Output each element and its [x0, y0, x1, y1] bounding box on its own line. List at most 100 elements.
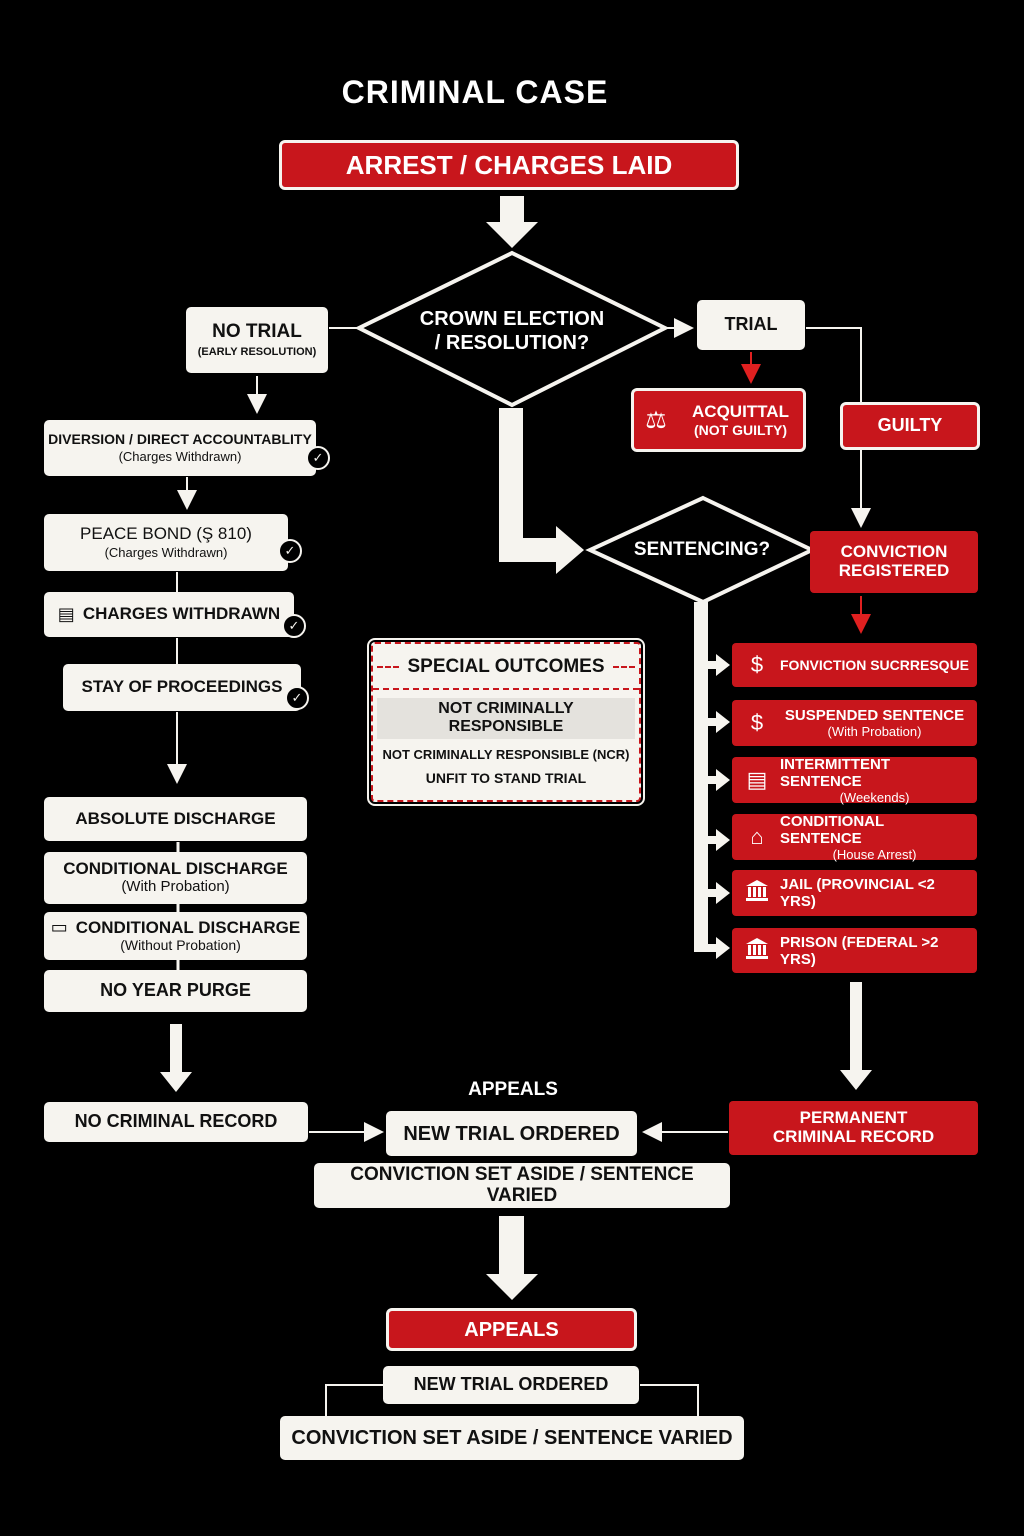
conviction-line-1: CONVICTION — [840, 542, 948, 562]
no-trial-label: NO TRIAL — [212, 320, 302, 342]
acquittal-box[interactable]: ⚖ ACQUITTAL (NOT GUILTY) — [631, 388, 806, 452]
sentence-label: CONDITIONAL SENTENCE — [780, 812, 884, 847]
sentence-option[interactable]: JAIL (PROVINCIAL <2 YRS) — [732, 870, 977, 916]
branch-arrow — [708, 829, 730, 851]
guilty-box[interactable]: GUILTY — [840, 402, 980, 450]
ncr-heading: NOT CRIMINALLY RESPONSIBLE — [377, 698, 635, 739]
check-icon: ✓ — [282, 614, 306, 638]
house-icon: ⌂ — [750, 824, 764, 849]
special-outcomes-panel: SPECIAL OUTCOMES NOT CRIMINALLY RESPONSI… — [367, 638, 645, 806]
sentence-option[interactable]: $ FONVICTION SUCRRESQUE — [732, 643, 977, 687]
diversion-label: DIVERSION / DIRECT ACCOUNTABLITY — [48, 431, 312, 448]
diversion-sub: (Charges Withdrawn) — [118, 448, 242, 464]
conviction-set-aside-box[interactable]: CONVICTION SET ASIDE / SENTENCE VARIED — [314, 1163, 730, 1208]
unfit-outcome: UNFIT TO STAND TRIAL — [425, 769, 587, 786]
bottom-bracket — [325, 1384, 383, 1418]
peace-bond-sub: (Charges Withdrawn) — [104, 544, 228, 560]
acquittal-sub: (NOT GUILTY) — [693, 422, 788, 438]
sentence-branch-arrows — [708, 654, 730, 959]
bottom-arrow-down — [486, 1216, 538, 1300]
permanent-line-2: CRIMINAL RECORD — [772, 1127, 935, 1146]
trial-box[interactable]: TRIAL — [697, 300, 805, 350]
courthouse-icon — [744, 879, 770, 907]
diversion-box[interactable]: DIVERSION / DIRECT ACCOUNTABLITY (Charge… — [44, 420, 316, 476]
card-icon: ▭ — [50, 917, 68, 938]
branch-arrow — [708, 711, 730, 733]
sentence-spine — [694, 602, 708, 952]
branch-arrow — [708, 769, 730, 791]
big-arrow-down — [486, 196, 538, 248]
dollar-icon: $ — [750, 710, 764, 735]
bottom-bracket — [640, 1384, 699, 1418]
crown-line-1: CROWN ELECTION — [419, 308, 605, 330]
connector — [806, 327, 862, 402]
no-criminal-record-box[interactable]: NO CRIMINAL RECORD — [44, 1102, 308, 1142]
courthouse-glyph — [746, 937, 768, 959]
no-trial-box[interactable]: NO TRIAL (EARLY RESOLUTION) — [186, 307, 328, 373]
document-icon: ▤ — [746, 767, 768, 792]
sentence-label: SUSPENDED SENTENCE — [784, 707, 965, 724]
appeals-heading: APPEALS — [468, 1079, 558, 1100]
charges-withdrawn-label: CHARGES WITHDRAWN — [82, 604, 281, 624]
crown-decision-label: CROWN ELECTION / RESOLUTION? — [398, 307, 626, 355]
conviction-set-aside-box-2[interactable]: CONVICTION SET ASIDE / SENTENCE VARIED — [280, 1416, 744, 1460]
right-arrow-down — [840, 982, 872, 1090]
sentencing-label: SENTENCING? — [633, 539, 771, 560]
courthouse-icon — [744, 937, 770, 965]
appeals-box[interactable]: APPEALS — [386, 1308, 637, 1351]
document-icon: ▤ — [57, 603, 75, 624]
permanent-line-1: PERMANENT — [799, 1108, 908, 1128]
page-title: CRIMINAL CASE — [341, 74, 609, 110]
arrest-box[interactable]: ARREST / CHARGES LAID — [279, 140, 739, 190]
new-trial-ordered-box[interactable]: NEW TRIAL ORDERED — [386, 1111, 637, 1156]
branch-arrow — [708, 654, 730, 676]
crown-line-2: / RESOLUTION? — [434, 332, 590, 354]
dollar-icon: $ — [750, 652, 764, 677]
no-trial-sub: (EARLY RESOLUTION) — [197, 346, 317, 359]
courthouse-glyph — [746, 880, 768, 901]
sentence-label: PRISON (FEDERAL >2 YRS) — [780, 933, 939, 968]
peace-bond-box[interactable]: PEACE BOND (Ş 810) (Charges Withdrawn) — [44, 514, 288, 571]
ncr-outcome: NOT CRIMINALLY RESPONSIBLE (NCR) — [382, 746, 630, 762]
cond-with-sub: (With Probation) — [121, 878, 230, 896]
big-bent-arrow — [499, 408, 584, 574]
ncr-line-1: NOT CRIMINALLY — [438, 700, 574, 717]
ncr-line-2: RESPONSIBLE — [448, 718, 564, 736]
sentence-label: JAIL (PROVINCIAL <2 YRS) — [780, 876, 935, 910]
new-trial-ordered-box-2[interactable]: NEW TRIAL ORDERED — [383, 1366, 639, 1404]
branch-arrow — [708, 882, 730, 904]
sentence-sub: (Weekends) — [839, 789, 910, 805]
gavel-icon: ⚖ — [645, 406, 667, 434]
check-icon: ✓ — [306, 446, 330, 470]
conviction-registered-box[interactable]: CONVICTION REGISTERED — [810, 531, 978, 593]
check-icon: ✓ — [278, 539, 302, 563]
sentence-option[interactable]: $ SUSPENDED SENTENCE (With Probation) — [732, 700, 977, 746]
sentence-sub: (With Probation) — [827, 724, 922, 739]
conditional-discharge-with-box[interactable]: CONDITIONAL DISCHARGE (With Probation) — [44, 852, 307, 904]
permanent-record-box[interactable]: PERMANENT CRIMINAL RECORD — [729, 1101, 978, 1155]
sentence-option[interactable]: PRISON (FEDERAL >2 YRS) — [732, 928, 977, 973]
special-outcomes-header: SPECIAL OUTCOMES — [407, 656, 605, 677]
cond-without-label: CONDITIONAL DISCHARGE — [75, 917, 301, 937]
peace-bond-label: PEACE BOND (Ş 810) — [80, 524, 252, 543]
crown-decision-diamond — [354, 250, 670, 408]
charges-withdrawn-box[interactable]: ▤ CHARGES WITHDRAWN — [44, 592, 294, 637]
sentence-option[interactable]: ⌂ CONDITIONAL SENTENCE (House Arrest) — [732, 812, 977, 862]
sentence-sub: (House Arrest) — [832, 846, 917, 862]
no-year-purge-box[interactable]: NO YEAR PURGE — [44, 970, 307, 1012]
cond-with-label: CONDITIONAL DISCHARGE — [63, 859, 288, 879]
conviction-line-2: REGISTERED — [838, 561, 950, 580]
left-arrow-down — [160, 1024, 192, 1092]
check-icon: ✓ — [285, 686, 309, 710]
cond-without-sub: (Without Probation) — [120, 937, 241, 954]
sentence-option[interactable]: ▤ INTERMITTENT SENTENCE (Weekends) — [732, 755, 977, 805]
acquittal-label: ACQUITTAL — [692, 402, 789, 421]
sentence-label: INTERMITTENT SENTENCE — [780, 755, 890, 790]
sentence-label: FONVICTION SUCRRESQUE — [780, 657, 970, 673]
absolute-discharge-box[interactable]: ABSOLUTE DISCHARGE — [44, 797, 307, 841]
stay-of-proceedings-box[interactable]: STAY OF PROCEEDINGS — [63, 664, 301, 711]
conditional-discharge-without-box[interactable]: ▭ CONDITIONAL DISCHARGE (Without Probati… — [44, 912, 307, 960]
branch-arrow — [708, 937, 730, 959]
